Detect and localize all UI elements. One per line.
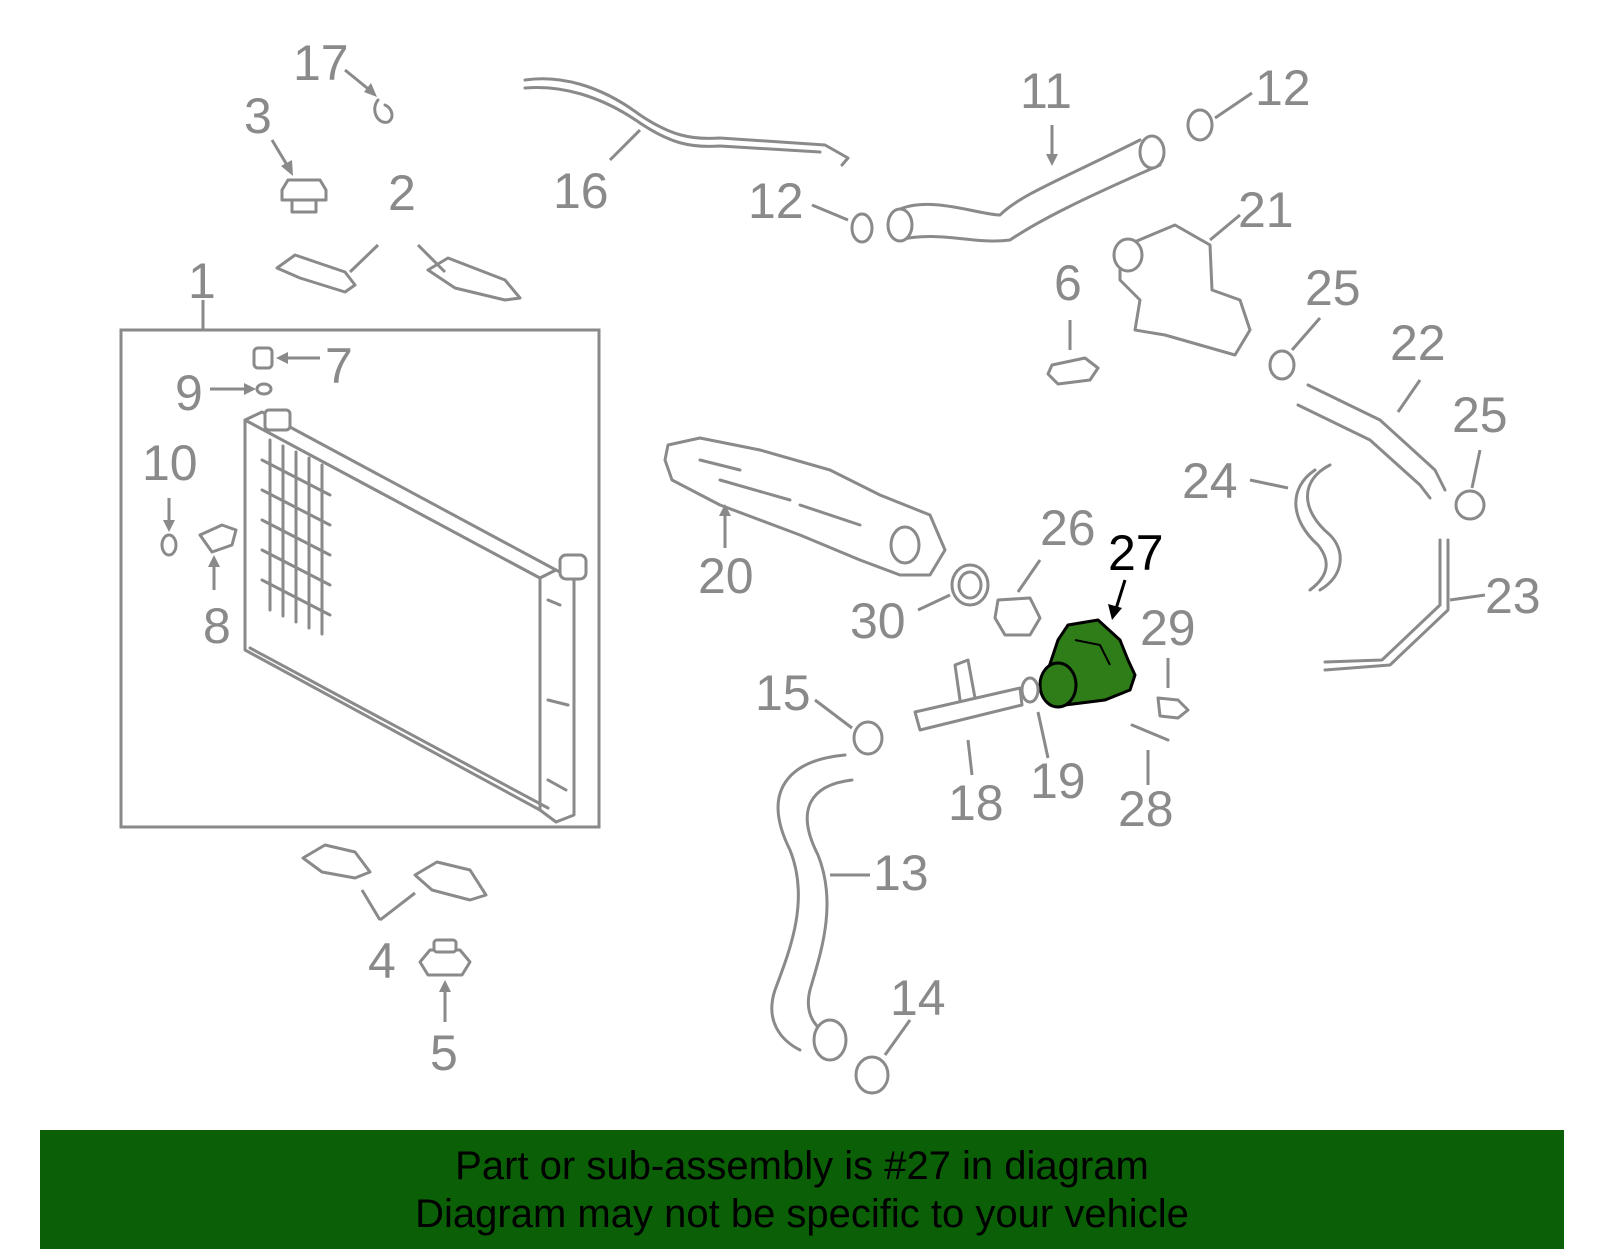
clamp-12-right-shape — [1186, 91, 1253, 142]
grommet-5-shape — [418, 938, 472, 1022]
callout-11: 11 — [1020, 63, 1072, 119]
callout-9: 9 — [175, 365, 203, 421]
callout-25-lower: 25 — [1452, 387, 1508, 443]
callout-25-upper: 25 — [1305, 260, 1361, 316]
callout-20: 20 — [698, 548, 754, 604]
callout-15: 15 — [755, 665, 811, 721]
info-banner: Part or sub-assembly is #27 in diagram D… — [40, 1130, 1564, 1249]
o-ring-9-shape — [210, 382, 273, 396]
lower-hose-13-shape — [770, 753, 870, 1062]
bracket-2-shape — [275, 243, 522, 302]
callout-1: 1 — [188, 253, 216, 309]
callout-18: 18 — [948, 775, 1004, 831]
manifold-20-shape — [663, 436, 947, 577]
clamp-14-shape — [854, 1019, 912, 1095]
callout-12-right: 12 — [1255, 60, 1311, 116]
bracket-4-shape — [301, 843, 488, 922]
callout-27-highlighted: 27 — [1108, 525, 1164, 581]
callout-28: 28 — [1118, 781, 1174, 837]
callout-14: 14 — [890, 970, 946, 1026]
callout-7: 7 — [325, 338, 353, 394]
hose-22-shape — [1296, 379, 1447, 500]
clamp-25-upper-shape — [1268, 317, 1322, 381]
pipe-23-shape — [1323, 538, 1486, 672]
callout-23: 23 — [1485, 568, 1541, 624]
cap-6-shape — [1046, 320, 1100, 386]
clip-17-shape — [344, 68, 394, 124]
clamp-25-lower-shape — [1454, 449, 1486, 521]
callout-6: 6 — [1054, 255, 1082, 311]
callout-26: 26 — [1040, 500, 1096, 556]
o-ring-19-shape — [1020, 676, 1050, 759]
banner-line-1: Part or sub-assembly is #27 in diagram — [455, 1144, 1149, 1188]
pipe-16-shape — [523, 77, 850, 167]
gasket-30-shape — [917, 563, 990, 612]
callout-10: 10 — [142, 435, 198, 491]
hose-24-shape — [1249, 463, 1342, 592]
callout-3: 3 — [244, 88, 272, 144]
upper-hose-11-shape — [886, 125, 1166, 243]
thermostat-26-shape — [993, 559, 1042, 637]
bolt-29-shape — [1156, 658, 1190, 720]
callout-4: 4 — [368, 933, 396, 989]
callout-19: 19 — [1030, 753, 1086, 809]
callout-5: 5 — [430, 1025, 458, 1081]
banner-line-2: Diagram may not be specific to your vehi… — [415, 1192, 1189, 1236]
o-ring-10-shape — [160, 498, 178, 557]
clamp-12-left-shape — [811, 203, 874, 244]
grommet-3-shape — [270, 139, 328, 214]
callout-22: 22 — [1390, 315, 1446, 371]
callout-13: 13 — [873, 845, 929, 901]
stud-28-shape — [1130, 723, 1170, 785]
callout-21: 21 — [1238, 182, 1294, 238]
callout-29: 29 — [1140, 600, 1196, 656]
pipe-18-shape — [913, 658, 1024, 776]
callout-12-left: 12 — [748, 173, 804, 229]
water-outlet-21-shape — [1112, 213, 1252, 357]
radiator-group-box — [119, 328, 601, 829]
water-inlet-27-highlighted — [1038, 579, 1137, 709]
callout-17: 17 — [293, 35, 349, 91]
callout-2: 2 — [388, 165, 416, 221]
callout-8: 8 — [203, 598, 231, 654]
clamp-15-shape — [814, 698, 884, 756]
radiator-shape — [243, 408, 588, 824]
drain-plug-shape — [252, 346, 320, 370]
drain-cock-shape — [198, 523, 238, 590]
callout-24: 24 — [1182, 453, 1238, 509]
callout-16: 16 — [553, 163, 609, 219]
callout-30: 30 — [850, 593, 906, 649]
